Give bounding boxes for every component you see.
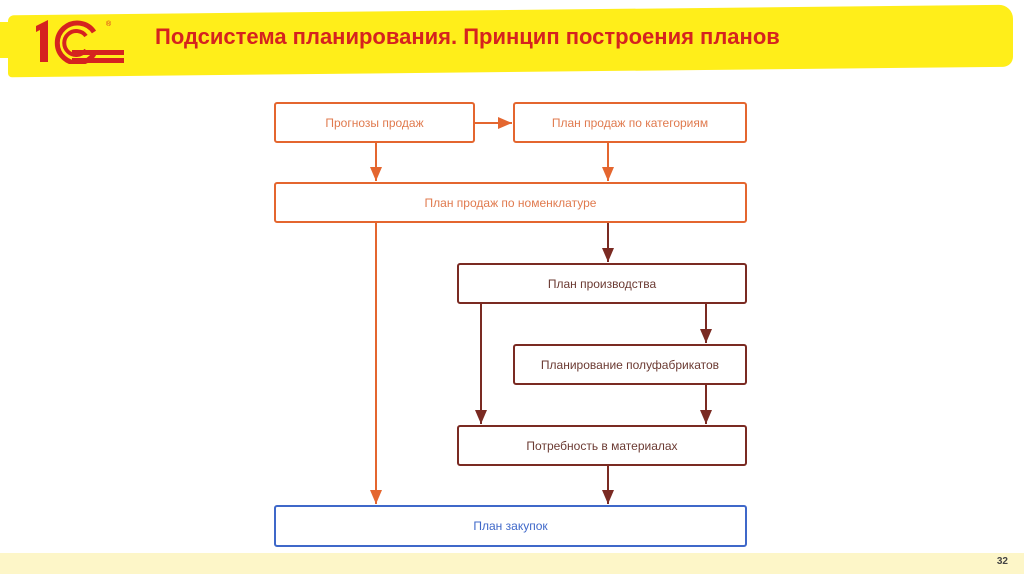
node-material-requirements: Потребность в материалах [457,425,747,466]
node-production-plan: План производства [457,263,747,304]
title-banner-edge [0,22,40,58]
node-sales-plan-by-category: План продаж по категориям [513,102,747,143]
page-title: Подсистема планирования. Принцип построе… [155,24,780,49]
page-number: 32 [996,556,1008,567]
svg-text:®: ® [106,20,112,28]
node-semi-finished-planning: Планирование полуфабрикатов [513,344,747,385]
node-purchase-plan: План закупок [274,505,747,547]
node-sales-plan-by-nomenclature: План продаж по номенклатуре [274,182,747,223]
node-sales-forecast: Прогнозы продаж [274,102,475,143]
footer-strip [0,553,1024,574]
1c-logo: ® [36,20,124,64]
